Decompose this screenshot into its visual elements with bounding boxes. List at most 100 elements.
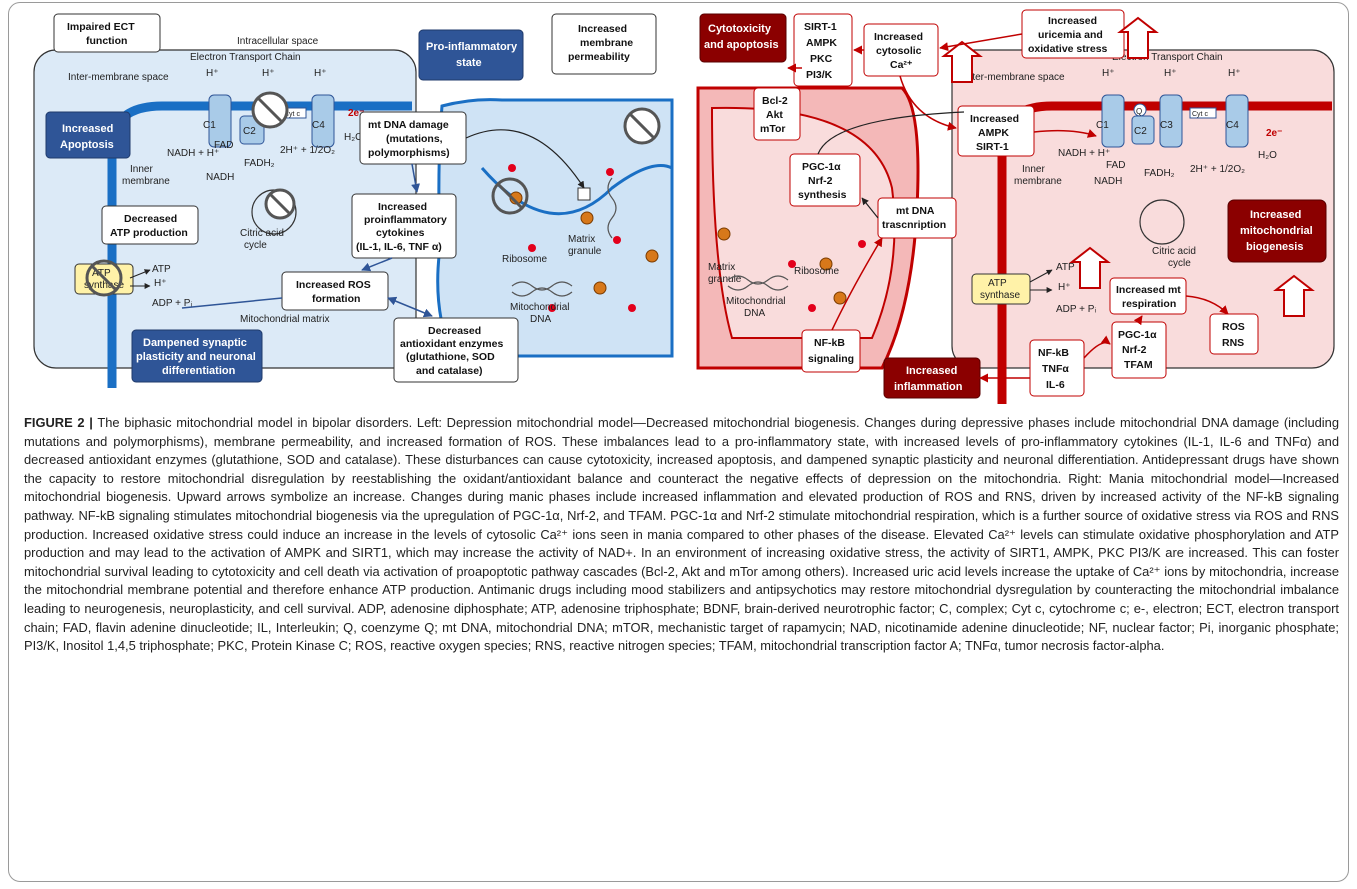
arrow-pgc-resp	[1133, 315, 1143, 326]
box-bcl-2: Akt	[766, 109, 783, 121]
box-uric-1: Increased	[1048, 15, 1097, 27]
right-mito-dna-1: Mitochondrial	[726, 296, 785, 307]
left-adp: ADP + Pᵢ	[152, 298, 192, 309]
arrow-trans-pgc	[861, 197, 879, 219]
box-impaired-etc-2: function	[86, 35, 127, 47]
left-matrix-label: Mitochondrial matrix	[240, 314, 329, 325]
left-membrane-block-icon	[623, 107, 661, 145]
right-c2-label: C2	[1134, 126, 1147, 137]
box-ampk-3: SIRT-1	[976, 141, 1009, 153]
box-sirt-3: PKC	[810, 53, 833, 65]
box-decreased-atp-2: ATP production	[110, 227, 188, 239]
right-c4-label: C4	[1226, 120, 1239, 131]
up-arrow-uricemia-icon	[1117, 16, 1159, 59]
right-atp-synth-1: ATP	[988, 278, 1007, 289]
left-c1-label: C1	[203, 120, 216, 131]
left-inner-label-2: membrane	[122, 176, 170, 187]
left-c2-label: C2	[243, 126, 256, 137]
arrow-ampk-nadh	[1033, 129, 1097, 138]
box-cytokines-2: proinflammatory	[364, 214, 447, 226]
left-citric-cycle	[251, 188, 297, 235]
box-cytotoxicity	[699, 13, 787, 63]
box-biogenesis-1: Increased	[1250, 209, 1301, 221]
left-mito-dna-1: Mitochondrial	[510, 302, 569, 313]
left-complex-c4	[311, 94, 335, 148]
arrow-cytokines-ros	[361, 257, 393, 272]
right-adp: ADP + Pᵢ	[1056, 304, 1096, 315]
right-matrix-granule-2: granule	[708, 274, 742, 285]
box-ampk-2: AMPK	[978, 127, 1009, 139]
box-synaptic-3: differentiation	[162, 365, 236, 377]
right-panel: C1 C2 C3 C4 Q Cyt c Electron Transport C…	[696, 9, 1335, 404]
left-zoomed-mitochondrion	[436, 98, 674, 358]
left-matrix-granule-1: Matrix	[568, 234, 595, 245]
right-etc-label: Electron Transport Chain	[1112, 52, 1223, 63]
box-uric-3: oxidative stress	[1028, 43, 1108, 55]
box-decreased-atp-1: Decreased	[124, 213, 177, 225]
box-nfkb-1: NF-kB	[814, 337, 845, 349]
box-cytosolic-2: cytosolic	[876, 45, 922, 57]
box-ros-rns	[1209, 313, 1259, 355]
left-atp-block-icon	[85, 259, 123, 297]
caption-label: FIGURE 2 |	[24, 415, 93, 430]
left-panel: C1 C2 C4 Cyt c Intracellular space Elect…	[33, 13, 674, 388]
arrow-ros-atp	[181, 297, 283, 309]
box-mt-trans-2: trascnription	[882, 219, 946, 231]
box-pgc-3: synthesis	[798, 189, 847, 201]
mitochondrial-model-figure: C1 C2 C4 Cyt c Intracellular space Elect…	[33, 9, 1335, 404]
right-citric-label-2: cycle	[1168, 258, 1191, 269]
box-mtdna-damage-2: (mutations,	[386, 133, 443, 145]
box-cytokines-3: cytokines	[376, 227, 425, 239]
right-complex-c3	[1159, 94, 1183, 148]
box-ros-rns-2: RNS	[1222, 337, 1244, 349]
arrow-ros-antiox	[387, 296, 433, 318]
box-ros-formation	[281, 271, 389, 311]
left-electrons: 2e⁻	[348, 108, 364, 119]
box-inflam-1: Increased	[906, 365, 957, 377]
box-resp-2: respiration	[1122, 298, 1176, 310]
box-resp-1: Increased mt	[1116, 284, 1181, 296]
left-h2o: H₂O	[344, 132, 363, 143]
right-h2o-eq: 2H⁺ + 1/2O₂	[1190, 164, 1245, 175]
arrow-atp	[129, 269, 151, 279]
box-cytosolic-3: Ca²⁺	[890, 59, 913, 71]
caption-text: The biphasic mitochondrial model in bipo…	[24, 415, 1340, 654]
left-dna-block-icon	[491, 177, 529, 215]
arrow-mtdna-zoom	[465, 129, 585, 189]
right-inner-label-2: membrane	[1014, 176, 1062, 187]
box-cytosolic-1: Increased	[874, 31, 923, 43]
left-zoom-marker	[577, 187, 591, 201]
right-atp-synthase	[971, 273, 1031, 305]
left-hplus-3: H⁺	[314, 68, 327, 79]
left-dna-strand-icon	[607, 177, 617, 239]
left-atp-synth-2: synthase	[84, 280, 124, 291]
left-ribosomes	[508, 164, 636, 312]
box-antiox-3: (glutathione, SOD	[406, 351, 495, 363]
box-pgc-tfam-2: Nrf-2	[1122, 344, 1147, 356]
left-ribosome-label: Ribosome	[502, 254, 547, 265]
box-mt-trans-1: mt DNA	[896, 205, 935, 217]
box-membrane-perm-3: permeability	[568, 51, 630, 63]
left-hplus-synth: H⁺	[154, 278, 167, 289]
left-nadh: NADH	[206, 172, 234, 183]
left-nadh-h: NADH + H⁺	[167, 148, 219, 159]
box-antiox-4: and catalase)	[416, 365, 483, 377]
right-atp-synth-2: synthase	[980, 290, 1020, 301]
box-mt-transcription	[877, 197, 957, 239]
right-q-label: Q	[1136, 107, 1142, 116]
box-synaptic-1: Dampened synaptic	[143, 337, 247, 349]
right-hplus-2: H⁺	[1164, 68, 1177, 79]
box-biogenesis	[1227, 199, 1327, 263]
right-citric-cycle	[1139, 199, 1185, 245]
left-c4-label: C4	[312, 120, 325, 131]
box-nfkb-tnf-2: TNFα	[1042, 363, 1069, 375]
arrow-resp-ros	[1185, 295, 1229, 315]
box-decreased-atp	[101, 205, 199, 245]
box-nfkb-tnf-1: NF-kB	[1038, 347, 1069, 359]
right-arrow-atp	[1029, 269, 1053, 283]
right-mito-dna-icon	[727, 275, 789, 291]
box-nfkb-2: signaling	[808, 353, 854, 365]
arrow-ca-ampk	[899, 75, 957, 131]
right-hplus-1: H⁺	[1102, 68, 1115, 79]
up-arrow-ros-icon	[1273, 274, 1315, 317]
